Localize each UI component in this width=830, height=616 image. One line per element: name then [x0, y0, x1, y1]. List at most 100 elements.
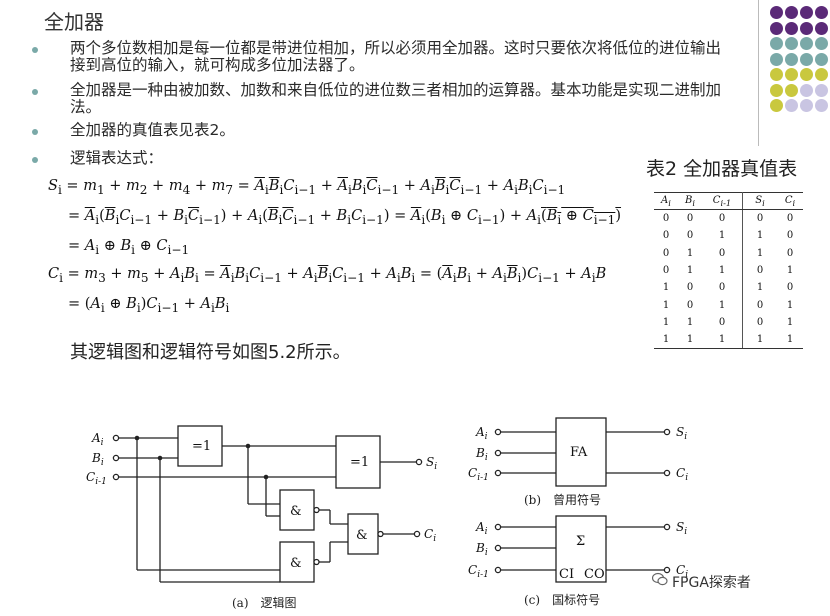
svg-text:Bi: Bi	[475, 541, 488, 558]
decorative-dot	[800, 52, 813, 66]
truth-table-header-b: Bi	[678, 192, 702, 210]
decorative-dot	[800, 37, 813, 50]
truth-table-cell: 0	[742, 261, 777, 280]
decorative-dot	[800, 83, 813, 97]
decorative-dot	[800, 68, 813, 81]
truth-table-cell: 0	[686, 230, 694, 242]
decorative-dot	[800, 99, 813, 112]
svg-text:Ai: Ai	[475, 520, 488, 537]
truth-table-cell: 0	[786, 247, 794, 259]
input-b-terminal	[112, 454, 120, 462]
truth-table-cell: 1	[662, 316, 670, 328]
and-gate-2-label: &	[290, 556, 302, 571]
formula-carry-line-1: Ci = m3 + m5 + AiBi = AiBiCi−1 + AiBiCi−…	[48, 266, 607, 285]
truth-table-cell: 1	[742, 279, 777, 297]
truth-table-cell: 1	[786, 265, 794, 277]
svg-text:Si: Si	[676, 520, 687, 537]
decorative-dot	[770, 68, 783, 81]
truth-table-cell: 0	[718, 282, 726, 294]
truth-table-cell: 1	[662, 282, 670, 294]
decorative-dot	[785, 6, 798, 19]
watermark-text: FPGA探索者	[672, 575, 751, 591]
decorative-dot	[815, 37, 828, 50]
output-c-terminal	[413, 530, 421, 538]
truth-table-cell: 1	[686, 247, 694, 259]
formula-sum-line-3: = Ai ⊕ Bi ⊕ Ci−1	[68, 238, 190, 257]
truth-table-cell: 1	[662, 299, 670, 311]
truth-table-cell: 1	[718, 230, 726, 242]
bullet-text-2: 全加器是一种由被加数、加数和来自低位的进位数三者相加的运算器。基本功能是实现二进…	[70, 81, 722, 116]
decorative-dot	[770, 21, 783, 35]
truth-table-cell: 1	[742, 331, 777, 350]
svg-text:Bi: Bi	[475, 446, 488, 463]
truth-table-cell: 0	[718, 213, 726, 225]
label-output-c: Ci	[424, 527, 436, 544]
truth-table-cell: 1	[718, 299, 726, 311]
truth-table-cell: 0	[686, 282, 694, 294]
truth-table-cell: 0	[718, 316, 726, 328]
truth-table-header-s: Si	[742, 192, 777, 210]
truth-table-cell: 1	[678, 331, 702, 350]
decorative-dot	[770, 83, 783, 97]
truth-table-cell: 1	[786, 299, 794, 311]
decorative-dot	[785, 37, 798, 50]
svg-text:Ai: Ai	[475, 425, 488, 442]
label-input-c: Ci-1	[86, 470, 107, 487]
truth-table-cell: 0	[686, 299, 694, 311]
input-c-terminal	[112, 473, 120, 481]
decorative-dot	[785, 68, 798, 81]
sigma-block	[555, 515, 607, 583]
decorative-dot	[800, 21, 813, 35]
decorative-dot	[815, 68, 828, 81]
truth-table-cell: 0	[786, 213, 794, 225]
truth-table-cell: 1	[742, 244, 777, 262]
truth-table-cell: 0	[742, 313, 777, 332]
bullet-dot-2	[32, 89, 38, 95]
decorative-dot	[815, 6, 828, 19]
output-s-terminal	[415, 458, 423, 466]
decorative-dots	[770, 6, 830, 118]
truth-table-cell: 1	[718, 265, 726, 277]
decorative-dot	[770, 6, 783, 19]
svg-text:Ci-1: Ci-1	[468, 563, 489, 580]
formula-sum-line-2: = Ai(BiCi−1 + BiCi−1) + Ai(BiCi−1 + BiCi…	[68, 208, 622, 227]
xor-gate-1-label: =1	[192, 439, 211, 454]
slide-title: 全加器	[44, 10, 104, 34]
decorative-dot	[815, 52, 828, 66]
decorative-dot	[785, 52, 798, 66]
svg-text:Ci: Ci	[676, 563, 688, 580]
truth-table-title: 表2 全加器真值表	[646, 158, 798, 180]
fa-block	[555, 417, 607, 487]
label-input-b: Bi	[91, 451, 104, 468]
and-gate-3-label: &	[356, 528, 368, 543]
and-gate-1-label: &	[290, 504, 302, 519]
truth-table-cell: 0	[742, 296, 777, 314]
decorative-dot	[785, 83, 798, 97]
decorative-dot	[770, 37, 783, 50]
formula-carry-line-2: = (Ai ⊕ Bi)Ci−1 + AiBi	[68, 296, 230, 315]
truth-table-cell: 0	[718, 247, 726, 259]
truth-table-cell: 1	[777, 331, 803, 350]
sigma-label: Σ	[576, 534, 585, 549]
decorative-dot	[815, 99, 828, 112]
truth-table-header-cout: Ci	[777, 192, 803, 210]
truth-table-cell: 0	[686, 213, 694, 225]
formula-sum-line-1: Si = m1 + m2 + m4 + m7 = AiBiCi−1 + AiBi…	[48, 178, 566, 197]
figure-reference-text: 其逻辑图和逻辑符号如图5.2所示。	[70, 342, 351, 363]
bullet-dot-4	[32, 157, 38, 163]
truth-table-header-row: Ai Bi Ci-1 Si Ci	[654, 192, 803, 210]
truth-table-cell: 0	[662, 213, 670, 225]
co-label: CO	[584, 567, 605, 582]
decorative-dot	[785, 99, 798, 112]
decorative-dot	[770, 52, 783, 66]
decorative-dot	[770, 99, 783, 112]
